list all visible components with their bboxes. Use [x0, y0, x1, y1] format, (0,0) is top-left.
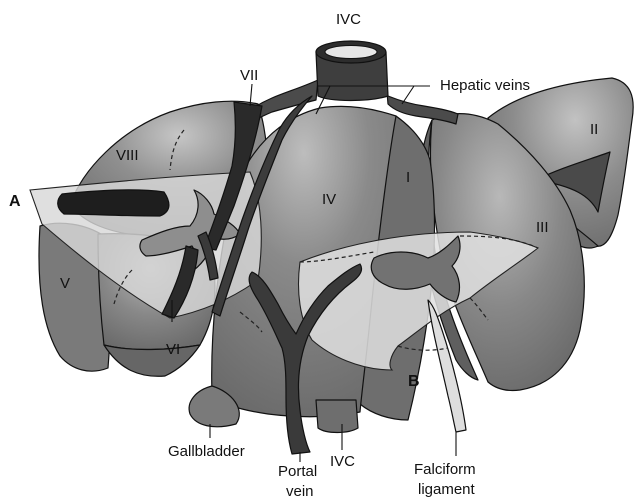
segment-label-iii: III [536, 219, 549, 236]
ivc-bottom-vessel [316, 400, 358, 433]
label-portal-vein-2: vein [286, 483, 314, 500]
label-plane-b: B [408, 373, 420, 390]
segment-vi [104, 345, 200, 376]
segment-label-vii: VII [240, 67, 258, 84]
label-hepatic-veins: Hepatic veins [440, 77, 530, 94]
segment-label-v: V [60, 275, 70, 292]
label-ivc-top: IVC [336, 11, 361, 28]
segment-label-vi: VI [166, 341, 180, 358]
segment-label-ii: II [590, 121, 598, 138]
label-ivc-bottom: IVC [330, 453, 355, 470]
label-gallbladder: Gallbladder [168, 443, 245, 460]
segment-label-viii: VIII [116, 147, 139, 164]
label-portal-vein-1: Portal [278, 463, 317, 480]
label-plane-a: A [9, 193, 21, 210]
label-falciform-2: ligament [418, 481, 476, 498]
label-falciform-1: Falciform [414, 461, 476, 478]
segment-label-i: I [406, 169, 410, 186]
segment-label-iv: IV [322, 191, 336, 208]
